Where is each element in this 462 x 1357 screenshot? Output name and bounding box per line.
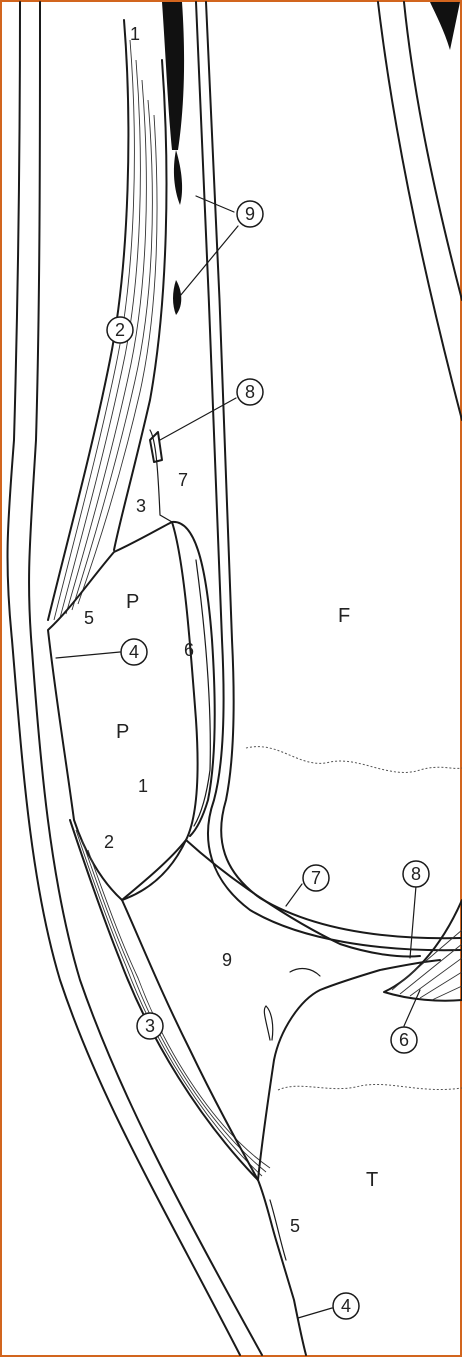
circled-7-lower-text: 7: [311, 868, 321, 888]
circled-4-upper-text: 4: [129, 642, 139, 662]
circled-6-lower-text: 6: [399, 1030, 409, 1050]
number-1-mid: 1: [138, 776, 148, 796]
label-patella-upper: P: [126, 591, 139, 613]
circled-9: 9: [237, 201, 263, 227]
label-femur: F: [338, 605, 350, 627]
circled-8-upper-text: 8: [245, 382, 255, 402]
circled-7-lower: 7: [303, 865, 329, 891]
number-3-upper: 3: [136, 496, 146, 516]
circled-9-text: 9: [245, 204, 255, 224]
label-tibia: T: [366, 1169, 378, 1191]
circled-4-lower-text: 4: [341, 1296, 351, 1316]
number-9-lower: 9: [222, 950, 232, 970]
number-5-lower: 5: [290, 1216, 300, 1236]
number-1-top: 1: [130, 24, 140, 44]
number-6-mid: 6: [184, 640, 194, 660]
circled-8-lower-text: 8: [411, 864, 421, 884]
number-7-upper: 7: [178, 470, 188, 490]
circled-2: 2: [107, 317, 133, 343]
label-patella-lower: P: [116, 721, 129, 743]
circled-6-lower: 6: [391, 1027, 417, 1053]
circled-8-upper: 8: [237, 379, 263, 405]
circled-8-lower: 8: [403, 861, 429, 887]
number-2-mid: 2: [104, 832, 114, 852]
circled-4-upper: 4: [121, 639, 147, 665]
circled-2-text: 2: [115, 320, 125, 340]
circled-3-lower-text: 3: [145, 1016, 155, 1036]
number-5-upper: 5: [84, 608, 94, 628]
circled-3-lower: 3: [137, 1013, 163, 1039]
circled-4-lower: 4: [333, 1293, 359, 1319]
